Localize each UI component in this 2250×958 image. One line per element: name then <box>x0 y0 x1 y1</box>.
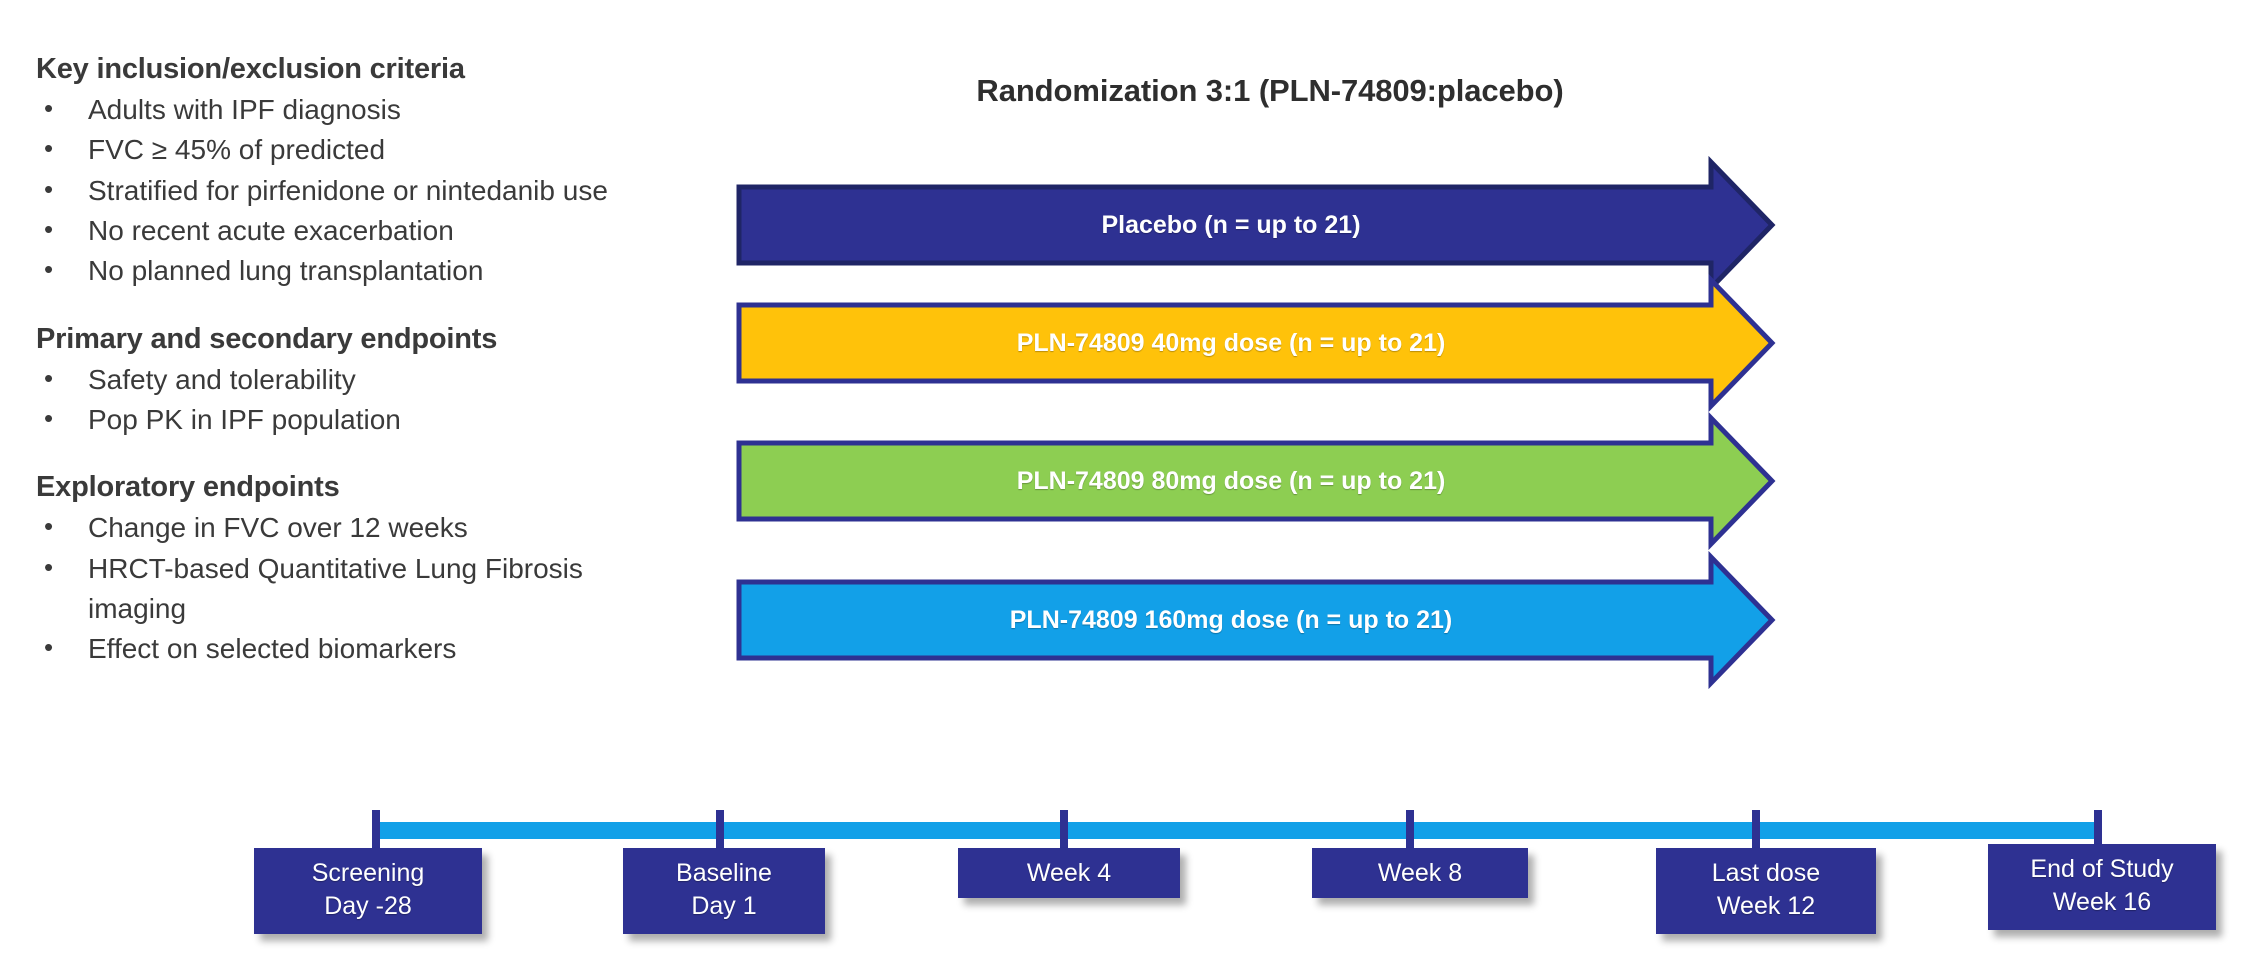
criteria-bullet-text: Effect on selected biomarkers <box>88 633 457 665</box>
bullet-marker-icon: • <box>44 362 54 393</box>
treatment-arm-80mg: PLN-74809 80mg dose (n = up to 21) <box>736 406 1776 556</box>
section-heading: Exploratory endpoints <box>36 471 340 504</box>
arrow-polygon <box>736 155 1776 295</box>
bullet-marker-icon: • <box>44 402 54 433</box>
criteria-bullet: • Change in FVC over 12 weeks <box>36 508 636 548</box>
criteria-bullet: • Effect on selected biomarkers <box>36 629 636 669</box>
criteria-bullet-text: HRCT-based Quantitative Lung Fibrosis im… <box>88 552 583 624</box>
criteria-bullet-text: FVC ≥ 45% of predicted <box>88 134 386 166</box>
section-spacer <box>36 440 636 466</box>
bullet-marker-icon: • <box>44 511 54 542</box>
timeline-tick-end-of-study <box>2094 810 2102 852</box>
milestone-line-2: Week 12 <box>1716 892 1816 920</box>
criteria-bullet-text: Adults with IPF diagnosis <box>88 94 401 126</box>
timeline-tick-last-dose <box>1752 810 1760 852</box>
bullet-marker-icon: • <box>44 254 54 285</box>
criteria-bullet-text: Pop PK in IPF population <box>88 403 401 435</box>
criteria-bullet: • HRCT-based Quantitative Lung Fibrosis … <box>36 549 636 630</box>
milestone-line-1: Baseline <box>676 859 772 887</box>
arrow-shape-icon <box>736 273 1776 413</box>
milestone-end-of-study: End of Study Week 16 <box>1988 844 2216 930</box>
criteria-bullet-text: No planned lung transplantation <box>88 255 484 287</box>
criteria-bullet: • Adults with IPF diagnosis <box>36 90 636 130</box>
arrow-shape-icon <box>736 411 1776 551</box>
timeline-axis <box>376 822 2102 839</box>
bullet-marker-icon: • <box>44 173 54 204</box>
milestone-line-2: Day -28 <box>324 892 412 920</box>
criteria-section-primary-secondary-endpoints: Primary and secondary endpoints • Safety… <box>36 318 636 441</box>
milestone-baseline: Baseline Day 1 <box>623 848 825 934</box>
timeline-tick-week-8 <box>1406 810 1414 852</box>
milestone-line-1: Week 8 <box>1377 859 1463 887</box>
treatment-arm-40mg: PLN-74809 40mg dose (n = up to 21) <box>736 268 1776 418</box>
milestone-line-1: Screening <box>311 859 425 887</box>
timeline-tick-baseline <box>716 810 724 852</box>
criteria-section-exploratory-endpoints: Exploratory endpoints • Change in FVC ov… <box>36 466 636 669</box>
arrow-polygon <box>736 550 1776 690</box>
criteria-bullet: • No planned lung transplantation <box>36 251 636 291</box>
milestone-line-2: Day 1 <box>691 892 757 920</box>
criteria-section-inclusion-exclusion: Key inclusion/exclusion criteria • Adult… <box>36 48 636 292</box>
criteria-bullet: • Stratified for pirfenidone or nintedan… <box>36 171 636 211</box>
section-heading: Key inclusion/exclusion criteria <box>36 53 465 85</box>
bullet-marker-icon: • <box>44 93 54 124</box>
criteria-bullet: • No recent acute exacerbation <box>36 211 636 251</box>
criteria-bullet-text: Change in FVC over 12 weeks <box>88 512 468 544</box>
bullet-marker-icon: • <box>44 213 54 244</box>
bullet-marker-icon: • <box>44 551 54 582</box>
criteria-panel: Key inclusion/exclusion criteria • Adult… <box>36 48 636 670</box>
criteria-bullet-text: Safety and tolerability <box>88 363 356 395</box>
arrow-shape-icon <box>736 155 1776 295</box>
timeline-tick-screening <box>372 810 380 852</box>
arrow-shape-icon <box>736 550 1776 690</box>
milestone-line-2: Week 16 <box>2052 888 2152 916</box>
milestone-week-4: Week 4 <box>958 848 1180 898</box>
page-title: Randomization 3:1 (PLN-74809:placebo) <box>976 73 1564 108</box>
arrow-polygon <box>736 411 1776 551</box>
milestone-week-8: Week 8 <box>1312 848 1528 898</box>
section-heading: Primary and secondary endpoints <box>36 322 498 355</box>
milestone-screening: Screening Day -28 <box>254 848 482 934</box>
milestone-line-1: End of Study <box>2030 855 2174 883</box>
section-spacer <box>36 292 636 318</box>
criteria-bullet: • Safety and tolerability <box>36 360 636 400</box>
criteria-bullet: • Pop PK in IPF population <box>36 400 636 440</box>
treatment-arm-160mg: PLN-74809 160mg dose (n = up to 21) <box>736 545 1776 695</box>
milestone-line-1: Week 4 <box>1026 859 1112 887</box>
timeline-tick-week-4 <box>1060 810 1068 852</box>
criteria-bullet-text: No recent acute exacerbation <box>88 214 454 246</box>
milestone-last-dose: Last dose Week 12 <box>1656 848 1876 934</box>
criteria-bullet: • FVC ≥ 45% of predicted <box>36 130 636 170</box>
criteria-bullet-text: Stratified for pirfenidone or nintedanib… <box>88 174 608 206</box>
bullet-marker-icon: • <box>44 632 54 663</box>
milestone-line-1: Last dose <box>1711 859 1821 887</box>
bullet-marker-icon: • <box>44 133 54 164</box>
arrow-polygon <box>736 273 1776 413</box>
